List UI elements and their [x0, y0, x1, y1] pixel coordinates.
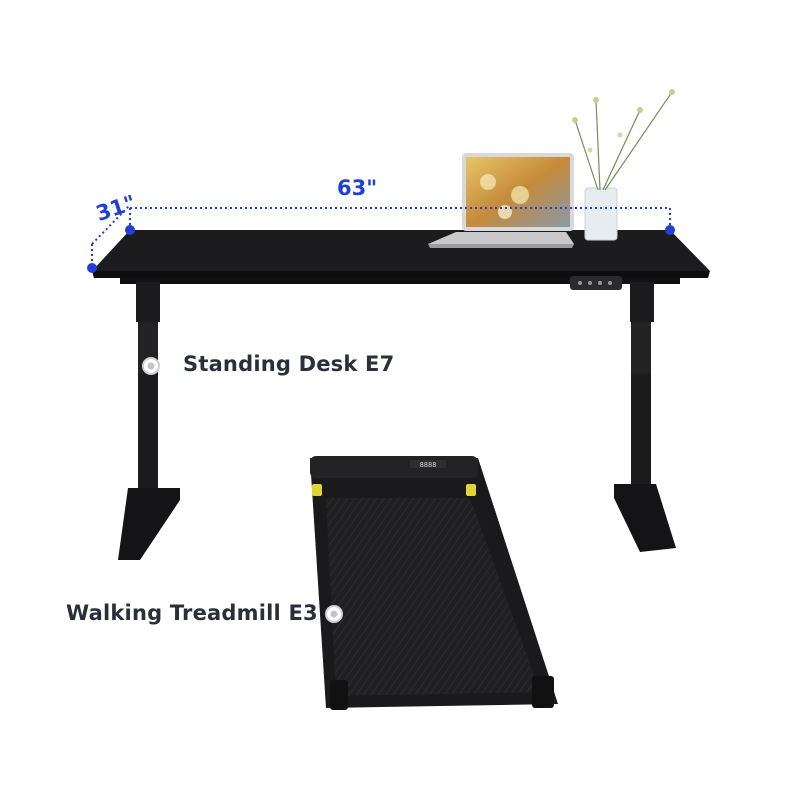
standing-desk-label: Standing Desk E7 [183, 352, 395, 376]
desk-width-dimension: 63" [337, 176, 378, 200]
treadmill-belt [326, 498, 540, 696]
dimension-point [125, 225, 135, 235]
dimension-point [87, 263, 97, 273]
desk-control-panel [570, 276, 622, 290]
desk-foot-right [614, 484, 676, 552]
vase-with-flowers [572, 89, 675, 241]
dimension-markers [87, 204, 675, 273]
walking-treadmill: 8888 [310, 456, 558, 710]
laptop [428, 153, 574, 248]
treadmill-console [310, 456, 478, 478]
desk-leg-left [136, 282, 160, 322]
dimension-point [665, 225, 675, 235]
desk-leg-right [630, 282, 654, 322]
desk-foot-left [118, 488, 180, 560]
svg-text:8888: 8888 [420, 461, 437, 469]
walking-treadmill-label: Walking Treadmill E3 [66, 601, 318, 625]
